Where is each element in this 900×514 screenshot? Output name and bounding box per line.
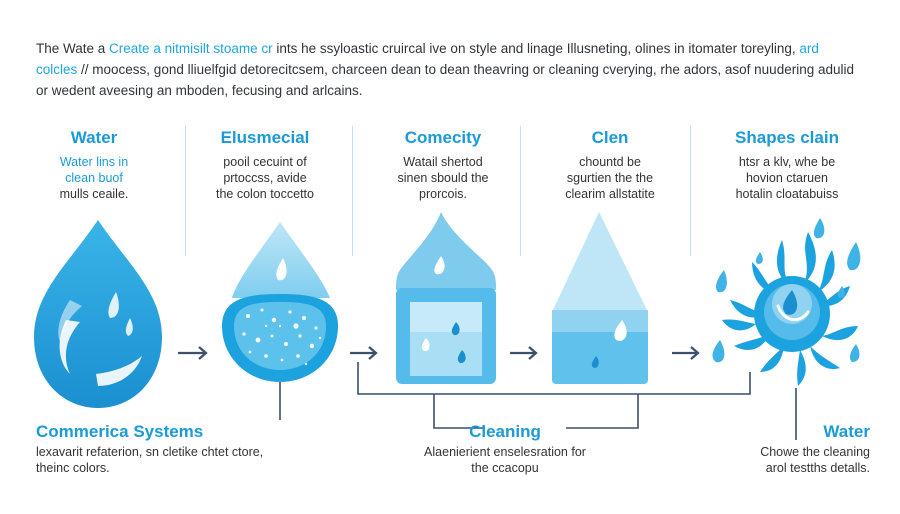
water-splash-icon [712, 218, 861, 386]
step-water: Water Water lins in clean buof mulls cea… [30, 128, 158, 202]
arrow-right-icon [510, 346, 538, 360]
bottom-left-label: Commerica Systems lexavarit refaterion, … [36, 422, 336, 476]
step-clen: Clen chountd be sgurtien the the clearim… [540, 128, 680, 202]
column-divider [520, 126, 521, 256]
step-desc-line: Water lins in [59, 155, 129, 169]
step-desc-line: clearim allstatite [565, 187, 655, 201]
arrow-right-icon [350, 346, 378, 360]
step-elusmecial: Elusmecial pooil cecuint of prtoccss, av… [200, 128, 330, 202]
intro-lead: The Wate a [36, 41, 106, 56]
step-desc-line: pooil cecuint of [223, 155, 307, 169]
step-desc-line: sgurtien the the [566, 171, 654, 185]
arrow-right-icon [178, 346, 208, 360]
connector-line [566, 394, 639, 429]
bottom-center-line: the ccacopu [471, 461, 539, 475]
step-title: Elusmecial [220, 128, 310, 147]
step-desc-line: hovion ctaruen [745, 171, 828, 185]
step-title: Shapes clain [735, 128, 839, 147]
intro-text-1: ints he ssyloastic cruircal ive on style… [276, 41, 796, 56]
intro-highlight-1: Create a nitmisilt stoame cr [109, 41, 273, 56]
column-divider [185, 126, 186, 256]
bottom-right-line: Chowe the cleaning [760, 445, 870, 459]
bottom-right-title: Water [823, 422, 870, 441]
bottom-center-label: Cleaning Alaenierient enselesration for … [400, 422, 610, 476]
arrow-right-icon [672, 346, 700, 360]
intro-text-2: // moocess, gond lliuelfgid detorecitcse… [36, 62, 854, 98]
bottom-left-line: lexavarit refaterion, sn cletike chtet c… [36, 445, 264, 459]
bottom-left-line: theinc colors. [36, 461, 110, 475]
intro-highlight-2: ard colcles [36, 41, 819, 77]
step-desc-line: prorcois. [419, 187, 467, 201]
filter-glass-icon [552, 212, 648, 384]
bottle-drop-icon [396, 212, 496, 384]
step-desc-line: sinen sbould the [397, 171, 489, 185]
bottom-left-title: Commerica Systems [36, 422, 204, 441]
step-desc-line: htsr a klv, whe be [738, 155, 836, 169]
water-drop-icon [34, 220, 162, 408]
step-desc-line: clean buof [65, 171, 123, 185]
bottom-right-label: Water Chowe the cleaning arol testths de… [740, 422, 870, 476]
step-desc-line: Watail shertod [403, 155, 483, 169]
step-shapes-clain: Shapes clain htsr a klv, whe be hovion c… [712, 128, 862, 202]
intro-paragraph: The Wate a Create a nitmisilt stoame cr … [36, 38, 856, 101]
connector-line [357, 362, 751, 395]
bottom-center-line: Alaenierient enselesration for [424, 445, 586, 459]
connector-line [433, 394, 485, 429]
step-desc-line: the colon toccetto [216, 187, 314, 201]
bottom-center-title: Cleaning [469, 422, 541, 441]
column-divider [352, 126, 353, 256]
step-desc-line: mulls ceaile. [59, 187, 129, 201]
step-desc-line: chountd be [579, 155, 641, 169]
sparkle-drop-icon [222, 222, 338, 382]
step-title: Comecity [404, 128, 482, 147]
step-desc-line: prtoccss, avide [223, 171, 307, 185]
column-divider [690, 126, 691, 256]
step-desc-line: hotalin cloatabuiss [735, 187, 839, 201]
step-title: Water [70, 128, 118, 147]
step-title: Clen [591, 128, 629, 147]
bottom-right-line: arol testths detalls. [765, 461, 870, 475]
step-comecity: Comecity Watail shertod sinen sbould the… [375, 128, 511, 202]
